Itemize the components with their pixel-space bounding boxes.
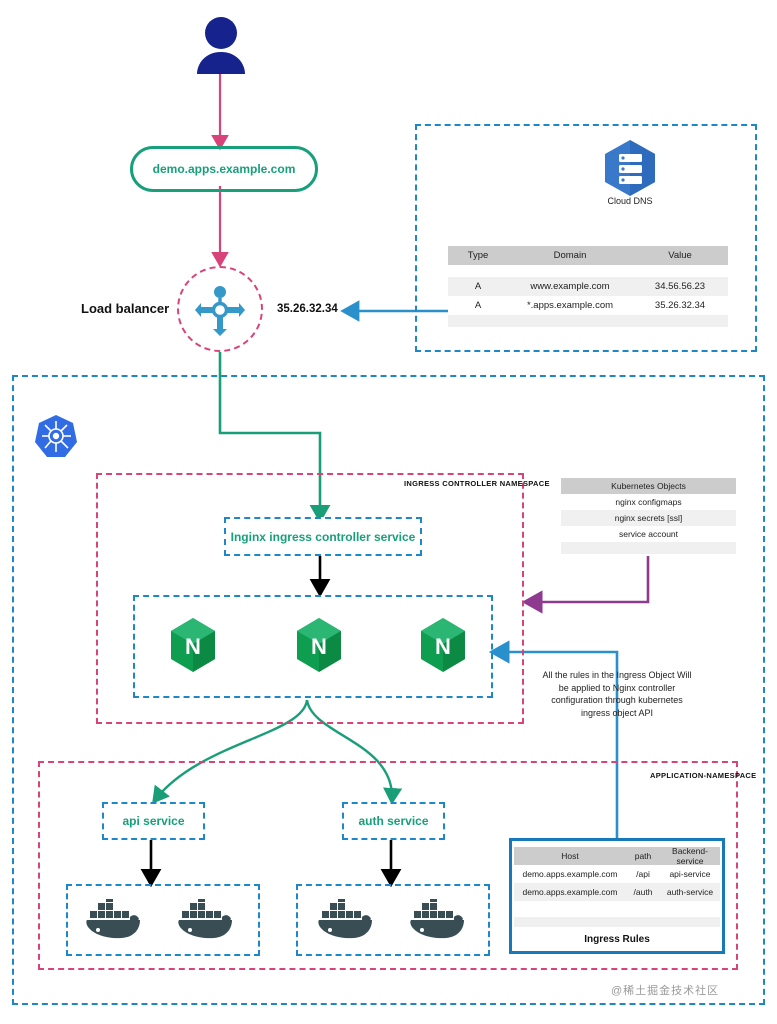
- ingress-row0-path: /api: [636, 869, 650, 879]
- docker-container-icon-4[interactable]: [410, 896, 465, 941]
- k8s-objects-header: Kubernetes Objects: [561, 478, 736, 494]
- dns-table-footer-row: [448, 315, 728, 327]
- load-balancer-label: Load balancer: [81, 301, 170, 316]
- dns-row1-value: 35.26.32.34: [654, 300, 706, 311]
- application-namespace-label: APPLICATION-NAMESPACE: [650, 771, 757, 780]
- kubernetes-icon: [34, 414, 78, 460]
- ingress-controller-service-label: Inginx ingress controller service: [230, 529, 416, 544]
- dns-row0-domain: www.example.com: [530, 281, 610, 292]
- ingress-table-footer-row: [514, 917, 720, 927]
- cloud-dns-label: Cloud DNS: [607, 196, 653, 206]
- ingress-header-path: path: [634, 851, 652, 861]
- table-row: demo.apps.example.com /auth auth-service: [514, 883, 720, 901]
- watermark: @稀土掘金技术社区: [611, 985, 720, 997]
- docker-container-icon-2[interactable]: [178, 896, 233, 941]
- ingress-header-backend: Backend-service: [672, 846, 708, 866]
- ingress-row0-backend: api-service: [669, 869, 711, 879]
- nginx-pod-icon-2[interactable]: N: [293, 616, 345, 674]
- ingress-row0-host: demo.apps.example.com: [522, 869, 618, 879]
- list-item: nginx configmaps: [561, 494, 736, 510]
- ingress-rules-note: All the rules in the Ingress Object Will…: [542, 670, 692, 718]
- dns-table-spacer: [448, 265, 728, 277]
- ingress-namespace-label: INGRESS CONTROLLER NAMESPACE: [404, 479, 550, 488]
- ingress-row1-host: demo.apps.example.com: [522, 887, 618, 897]
- api-pods-region: [66, 884, 260, 956]
- auth-pods-region: [296, 884, 490, 956]
- cloud-dns-region: [415, 124, 757, 352]
- load-balancer-circle: [177, 266, 263, 352]
- dns-header-type: Type: [467, 250, 489, 261]
- ingress-table-spacer: [514, 901, 720, 917]
- svg-text:N: N: [311, 634, 327, 659]
- ingress-row1-backend: auth-service: [666, 887, 714, 897]
- dns-row0-type: A: [474, 281, 482, 292]
- ingress-controller-service-box[interactable]: Inginx ingress controller service: [224, 517, 422, 556]
- person-icon: [193, 16, 249, 74]
- list-item: nginx secrets [ssl]: [561, 510, 736, 526]
- ingress-row1-path: /auth: [633, 887, 653, 897]
- nginx-pod-icon-1[interactable]: N: [167, 616, 219, 674]
- api-service-box[interactable]: api service: [102, 802, 205, 840]
- ingress-header-host: Host: [561, 851, 579, 861]
- auth-service-box[interactable]: auth service: [342, 802, 445, 840]
- auth-service-label: auth service: [358, 814, 429, 828]
- domain-pill-label: demo.apps.example.com: [152, 162, 296, 176]
- api-service-label: api service: [122, 814, 185, 828]
- table-row: demo.apps.example.com /api api-service: [514, 865, 720, 883]
- kubernetes-cluster-region: [12, 375, 765, 1005]
- nginx-pod-icon-3[interactable]: N: [417, 616, 469, 674]
- svg-text:N: N: [185, 634, 201, 659]
- list-item: service account: [561, 526, 736, 542]
- dns-header-domain: Domain: [553, 250, 587, 261]
- dns-row1-domain: *.apps.example.com: [526, 300, 614, 311]
- docker-container-icon-3[interactable]: [318, 896, 373, 941]
- ingress-rules-table: Host path Backend-service demo.apps.exam…: [514, 846, 720, 927]
- ingress-rules-title: Ingress Rules: [584, 934, 650, 945]
- dns-row0-value: 34.56.56.23: [654, 281, 706, 292]
- nginx-pods-region: [133, 595, 493, 698]
- kubernetes-objects-table: Kubernetes Objects nginx configmaps ngin…: [561, 478, 736, 554]
- cloud-dns-icon: [601, 138, 659, 200]
- dns-row1-type: A: [474, 300, 482, 311]
- load-balancer-icon: [195, 284, 245, 336]
- svg-text:N: N: [435, 634, 451, 659]
- k8s-objects-footer-row: [561, 542, 736, 554]
- application-namespace-region: [38, 761, 738, 970]
- load-balancer-ip: 35.26.32.34: [277, 303, 338, 315]
- dns-records-table: Type Domain Value A www.example.com 34.5…: [448, 246, 728, 327]
- table-row: A www.example.com 34.56.56.23: [448, 277, 728, 296]
- ingress-controller-namespace-region: [96, 473, 524, 724]
- domain-pill[interactable]: demo.apps.example.com: [130, 146, 318, 192]
- docker-container-icon-1[interactable]: [86, 896, 141, 941]
- table-row: A *.apps.example.com 35.26.32.34: [448, 296, 728, 315]
- dns-table-header-row: Type Domain Value: [448, 246, 728, 265]
- dns-header-value: Value: [668, 250, 692, 261]
- ingress-rules-header-row: Host path Backend-service: [514, 846, 720, 866]
